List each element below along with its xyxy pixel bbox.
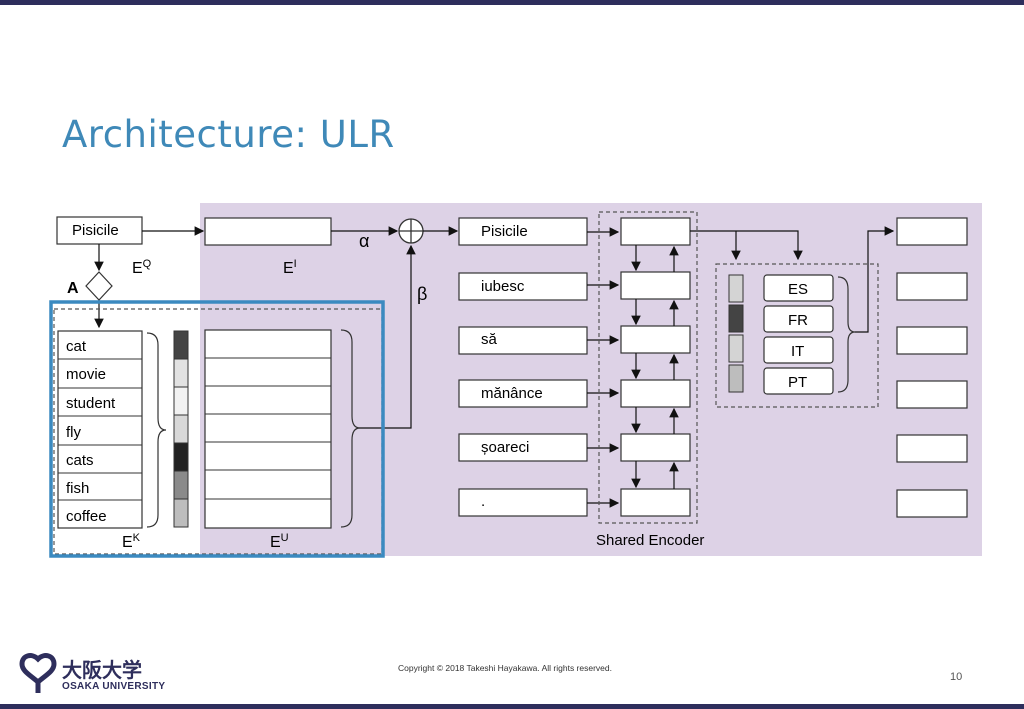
sum-node [398, 218, 424, 244]
output-column [896, 217, 968, 518]
eu-brace [340, 329, 361, 528]
language-label: PT [788, 374, 807, 391]
language-label: IT [791, 343, 804, 360]
eu-table [204, 329, 332, 529]
language-label: FR [788, 312, 808, 329]
attention-weight-column [173, 330, 189, 528]
top-bar [0, 0, 1024, 5]
sentence-word: Pisicile [481, 223, 528, 240]
copyright-text: Copyright © 2018 Takeshi Hayakawa. All r… [398, 663, 612, 673]
bottom-bar [0, 704, 1024, 709]
label-alpha: α [359, 231, 369, 251]
vocab-word: fly [66, 424, 82, 441]
sentence-word: . [481, 493, 485, 510]
label-a: A [67, 280, 79, 297]
sentence-word: șoareci [481, 439, 529, 456]
vocab-word: coffee [66, 508, 107, 525]
arrow-lang-to-output [855, 226, 895, 333]
vocab-word: student [66, 395, 116, 412]
arrow-encoder-to-lang [690, 230, 803, 261]
language-vector [728, 274, 744, 393]
highlight-box [49, 300, 385, 558]
label-beta: β [417, 284, 427, 304]
language-label: ES [788, 281, 808, 298]
encoder-vertical-arrows [631, 245, 679, 489]
label-eq: EQ [132, 258, 152, 277]
sentence-word: mănânce [481, 385, 543, 402]
vocab-brace [146, 332, 167, 528]
vocab-word: cat [66, 338, 87, 355]
slide-title: Architecture: ULR [62, 113, 395, 156]
vocab-table: cat movie student fly cats fish coffee [57, 330, 143, 529]
input-word-box: Pisicile [56, 216, 143, 245]
vocab-word: movie [66, 366, 106, 383]
language-box [715, 263, 879, 408]
sentence-column: Pisicile iubesc să mănânce șoareci . [458, 217, 588, 517]
language-list: ES FR IT PT [763, 274, 834, 395]
shared-encoder-box [598, 211, 698, 524]
sentence-word: să [481, 331, 498, 348]
vocab-word: cats [66, 452, 94, 469]
logo-text-en: OSAKA UNIVERSITY [62, 681, 166, 692]
attention-diamond [85, 271, 113, 301]
shared-encoder-label: Shared Encoder [596, 532, 704, 549]
input-word-label: Pisicile [72, 222, 119, 239]
vocab-word: fish [66, 480, 89, 497]
arrows-to-encoder [587, 227, 620, 508]
sentence-word: iubesc [481, 278, 525, 295]
ei-box [204, 217, 332, 246]
university-logo-icon [19, 653, 57, 693]
arrow-beta-path [357, 244, 416, 429]
encoder-cells [620, 217, 691, 517]
label-ek: EK [122, 532, 141, 551]
logo-text-jp: 大阪大学 [62, 658, 142, 682]
page-number: 10 [950, 671, 963, 683]
label-eu: EU [270, 532, 289, 551]
label-ei: EI [283, 258, 297, 277]
